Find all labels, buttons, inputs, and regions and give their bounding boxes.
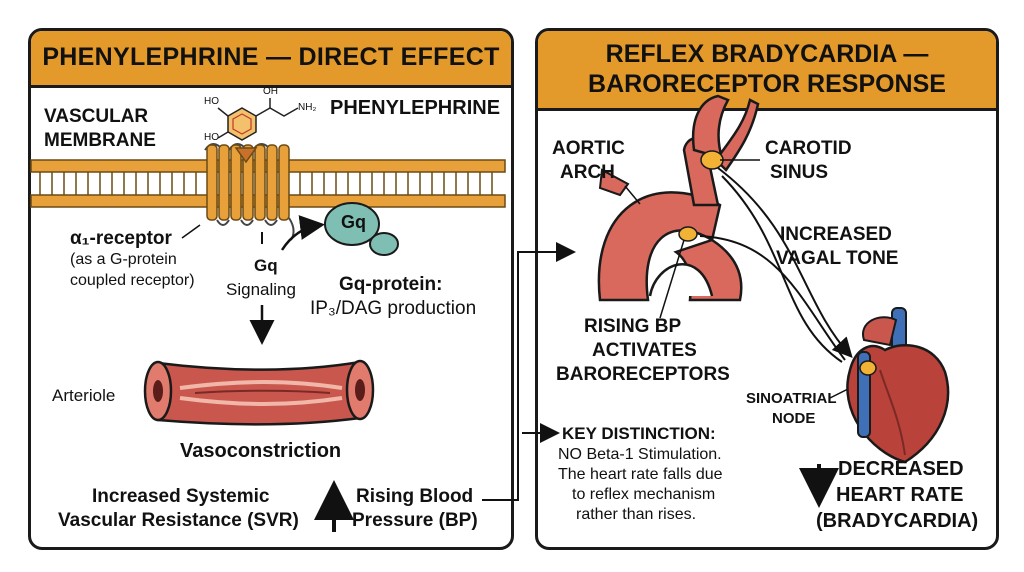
- aortic-baroreceptor: [678, 226, 698, 242]
- aortic-arch: [597, 137, 743, 302]
- vagal-nerve-path-3: [699, 235, 846, 361]
- alpha1-receptor: [181, 143, 295, 241]
- aortic-label-1: AORTIC: [552, 138, 625, 159]
- heart: [846, 307, 950, 464]
- receptor-title: α₁-receptor: [70, 228, 172, 249]
- chem-ho-1: HO: [204, 96, 219, 107]
- aortic-leader: [624, 185, 641, 205]
- baro-label-2: ACTIVATES: [592, 340, 697, 361]
- aortic-label-2: ARCH: [560, 162, 615, 183]
- vasoconstriction-label: Vasoconstriction: [180, 440, 342, 462]
- receptor-sub-1: (as a G-protein: [70, 251, 177, 268]
- signaling-arrow: [280, 215, 325, 251]
- carotid-label-2: SINUS: [770, 162, 829, 183]
- arteriole-label: Arteriole: [52, 386, 116, 405]
- right-panel-title: REFLEX BRADYCARDIA — BARORECEPTOR RESPON…: [538, 31, 996, 111]
- ip3-dag-label: IP₃/DAG production: [310, 298, 477, 319]
- left-panel-title: PHENYLEPHRINE — DIRECT EFFECT: [31, 31, 511, 88]
- key-line-3: to reflex mechanism: [572, 486, 716, 503]
- key-line-1: NO Beta-1 Stimulation.: [558, 446, 722, 463]
- arteriole-vessel: [143, 359, 375, 426]
- vagal-label-1: INCREASED: [780, 224, 892, 245]
- sa-label-2: NODE: [772, 410, 816, 427]
- carotid-sinus-receptor: [700, 150, 724, 170]
- gq-protein-label: Gq-protein:: [339, 274, 443, 295]
- phenylephrine-label: PHENYLEPHRINE: [330, 97, 501, 119]
- signaling-label: Signaling: [226, 280, 296, 299]
- connector-to-baroreceptors: [482, 242, 576, 501]
- sa-node: [859, 360, 877, 376]
- carotid-label-1: CAROTID: [765, 138, 852, 159]
- gq-protein-blob: [324, 202, 399, 256]
- baro-label-1: RISING BP: [584, 316, 682, 337]
- right-title-line-1: REFLEX BRADYCARDIA —: [605, 40, 929, 68]
- key-distinction-title: KEY DISTINCTION:: [562, 424, 716, 443]
- chem-oh: OH: [263, 86, 278, 97]
- hr-label-1: DECREASED: [838, 458, 964, 480]
- chem-ho-2: HO: [204, 132, 219, 143]
- key-line-2: The heart rate falls due: [558, 466, 723, 483]
- baro-label-3: BARORECEPTORS: [556, 364, 730, 385]
- sa-label-1: SINOATRIAL: [746, 390, 837, 407]
- baroreceptor-leader: [659, 239, 685, 319]
- gq-signal-label: Gq: [254, 256, 278, 275]
- key-line-4: rather than rises.: [576, 506, 697, 523]
- chem-nh2: NH₂: [298, 102, 317, 113]
- gq-blob-label: Gq: [341, 212, 366, 232]
- left-panel: PHENYLEPHRINE — DIRECT EFFECT: [28, 28, 514, 550]
- bp-line-1: Rising Blood: [356, 486, 474, 507]
- right-title-line-2: BARORECEPTOR RESPONSE: [588, 70, 946, 98]
- phenylephrine-structure: [217, 98, 299, 141]
- membrane-label-1: VASCULAR: [44, 106, 149, 127]
- hr-label-2: HEART RATE: [836, 484, 964, 506]
- svr-line-2: Vascular Resistance (SVR): [58, 510, 299, 531]
- receptor-sub-2: coupled receptor): [70, 272, 195, 289]
- vagal-label-2: VAGAL TONE: [776, 248, 899, 269]
- svr-line-1: Increased Systemic: [92, 486, 270, 507]
- hr-label-3: (BRADYCARDIA): [816, 510, 979, 532]
- membrane-label-2: MEMBRANE: [44, 130, 156, 151]
- bp-line-2: Pressure (BP): [352, 510, 478, 531]
- vagal-nerve-path-2: [721, 175, 843, 363]
- carotid-artery: [691, 94, 760, 172]
- vagal-nerve-path-1: [717, 167, 853, 358]
